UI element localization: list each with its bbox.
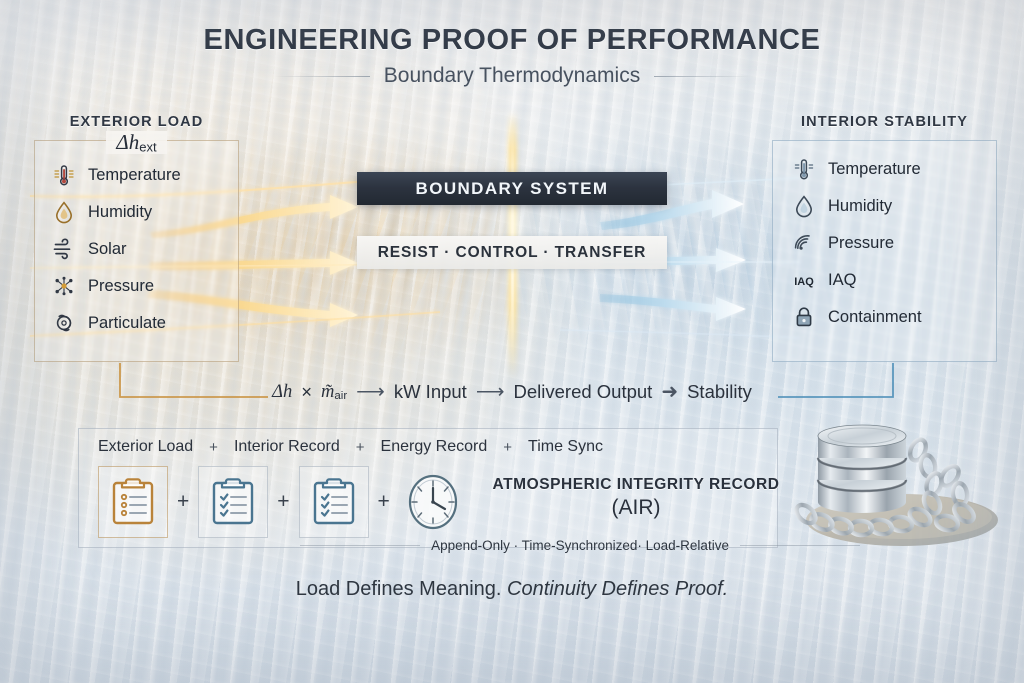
card-plus-2: +: [277, 490, 290, 513]
solar-wind-icon: [53, 238, 71, 260]
exterior-load-panel: [34, 140, 239, 362]
air-cards-row: + +: [98, 466, 469, 538]
energy-record-card[interactable]: [298, 466, 369, 538]
delta-h-ext-label: Δhext: [34, 130, 239, 155]
list-item-label: Particulate: [88, 313, 166, 332]
iaq-text-icon: IAQ: [794, 276, 814, 288]
list-item[interactable]: Pressure: [52, 275, 181, 297]
page-header: ENGINEERING PROOF OF PERFORMANCE Boundar…: [0, 24, 1024, 88]
particulate-icon: [56, 314, 72, 332]
clock-icon: [408, 474, 457, 530]
svg-text:IAQ: IAQ: [794, 276, 814, 288]
air-subtitle: Append-Only · Time-Synchronized· Load-Re…: [431, 538, 729, 553]
equation-arrow-2: ⟶: [475, 381, 505, 403]
subtitle-rule-right: [654, 75, 751, 77]
clipboard-list-icon: [112, 478, 154, 525]
equation-kw-input: kW Input: [393, 380, 467, 402]
footer-tagline: Load Defines Meaning. Continuity Defines…: [0, 578, 1024, 601]
card-plus-3: +: [377, 490, 390, 513]
boundary-system-band: BOUNDARY SYSTEM: [357, 172, 667, 205]
list-item[interactable]: Humidity: [792, 195, 922, 218]
droplet-icon: [55, 201, 73, 224]
subtitle-rule-left: [273, 75, 370, 77]
air-title: ATMOSPHERIC INTEGRITY RECORD: [492, 476, 780, 493]
air-plus-1: +: [209, 438, 218, 456]
equation-delivered-output: Delivered Output: [513, 380, 653, 402]
list-item[interactable]: Containment: [792, 306, 922, 328]
list-item-label: Pressure: [828, 233, 895, 252]
interior-stability-list: Temperature Humidity Pressure IAQ: [792, 158, 922, 328]
subtitle-row: Boundary Thermodynamics: [0, 64, 1024, 88]
clipboard-check-icon: [313, 478, 354, 525]
pressure-wave-icon: [794, 235, 810, 250]
list-item-label: Temperature: [828, 159, 921, 178]
air-abbreviation: (AIR): [611, 496, 661, 519]
air-rule-right: [739, 545, 861, 546]
resist-control-transfer-band: RESIST · CONTROL · TRANSFER: [357, 236, 667, 269]
list-item[interactable]: IAQ IAQ: [792, 269, 922, 291]
exterior-load-list: Temperature Humidity Solar: [52, 164, 181, 334]
list-item-label: Humidity: [828, 196, 893, 215]
air-rule-left: [300, 545, 421, 546]
air-term-interior-record: Interior Record: [233, 438, 340, 455]
database-chain-icon: [794, 424, 998, 546]
list-item[interactable]: Particulate: [52, 312, 181, 334]
card-plus-1: +: [177, 490, 190, 513]
list-item-label: IAQ: [828, 270, 857, 289]
list-item[interactable]: Temperature: [792, 158, 922, 180]
list-item[interactable]: Humidity: [52, 201, 181, 224]
equation-arrow-1: ⟶: [356, 381, 385, 403]
equation-arrow-3: ➜: [661, 381, 679, 403]
thermometer-icon: [54, 165, 74, 186]
list-item-label: Solar: [88, 239, 127, 258]
air-term-time-sync: Time Sync: [528, 438, 603, 455]
air-plus-2: +: [355, 438, 365, 456]
delta-h-subscript: ext: [139, 139, 157, 155]
list-item-label: Containment: [828, 307, 922, 326]
air-term-exterior-load: Exterior Load: [98, 438, 194, 455]
boundary-system-label: BOUNDARY SYSTEM: [415, 178, 609, 198]
equation-mass-flow: m̃air: [321, 382, 348, 403]
droplet-icon: [795, 195, 813, 218]
exterior-load-card[interactable]: [98, 466, 168, 538]
equation-multiply: ×: [301, 380, 313, 402]
equation-delta-h: Δh: [272, 382, 293, 402]
air-plus-3: +: [503, 438, 513, 456]
interior-record-card[interactable]: [198, 466, 269, 538]
lock-icon: [796, 307, 812, 327]
interior-stability-heading: INTERIOR STABILITY: [801, 114, 968, 130]
air-subtitle-row: Append-Only · Time-Synchronized· Load-Re…: [300, 538, 861, 553]
air-term-energy-record: Energy Record: [380, 438, 488, 455]
clipboard-check-icon: [213, 478, 254, 525]
list-item[interactable]: Temperature: [52, 164, 181, 186]
time-sync-card[interactable]: [399, 466, 469, 538]
list-item-label: Humidity: [88, 202, 153, 221]
delta-h-symbol: Δh: [116, 130, 140, 154]
list-item[interactable]: Pressure: [792, 232, 922, 254]
resist-control-transfer-label: RESIST · CONTROL · TRANSFER: [377, 243, 647, 261]
page-title: ENGINEERING PROOF OF PERFORMANCE: [203, 24, 821, 56]
list-item[interactable]: Solar: [52, 238, 181, 260]
page-subtitle: Boundary Thermodynamics: [383, 64, 641, 87]
footer-italic: Continuity Defines Proof.: [507, 578, 729, 600]
energy-equation-row: Δh × m̃air ⟶ kW Input ⟶ Delivered Output…: [0, 379, 1024, 404]
list-item-label: Pressure: [88, 276, 155, 295]
exterior-load-heading: EXTERIOR LOAD: [69, 114, 204, 130]
air-title-block: ATMOSPHERIC INTEGRITY RECORD (AIR): [486, 476, 786, 520]
pressure-molecule-icon: [55, 276, 73, 296]
thermometer-icon: [794, 159, 814, 180]
list-item-label: Temperature: [88, 165, 181, 184]
footer-regular: Load Defines Meaning.: [295, 578, 502, 600]
equation-stability: Stability: [687, 380, 752, 402]
air-terms-row: Exterior Load + Interior Record + Energy…: [98, 438, 603, 456]
